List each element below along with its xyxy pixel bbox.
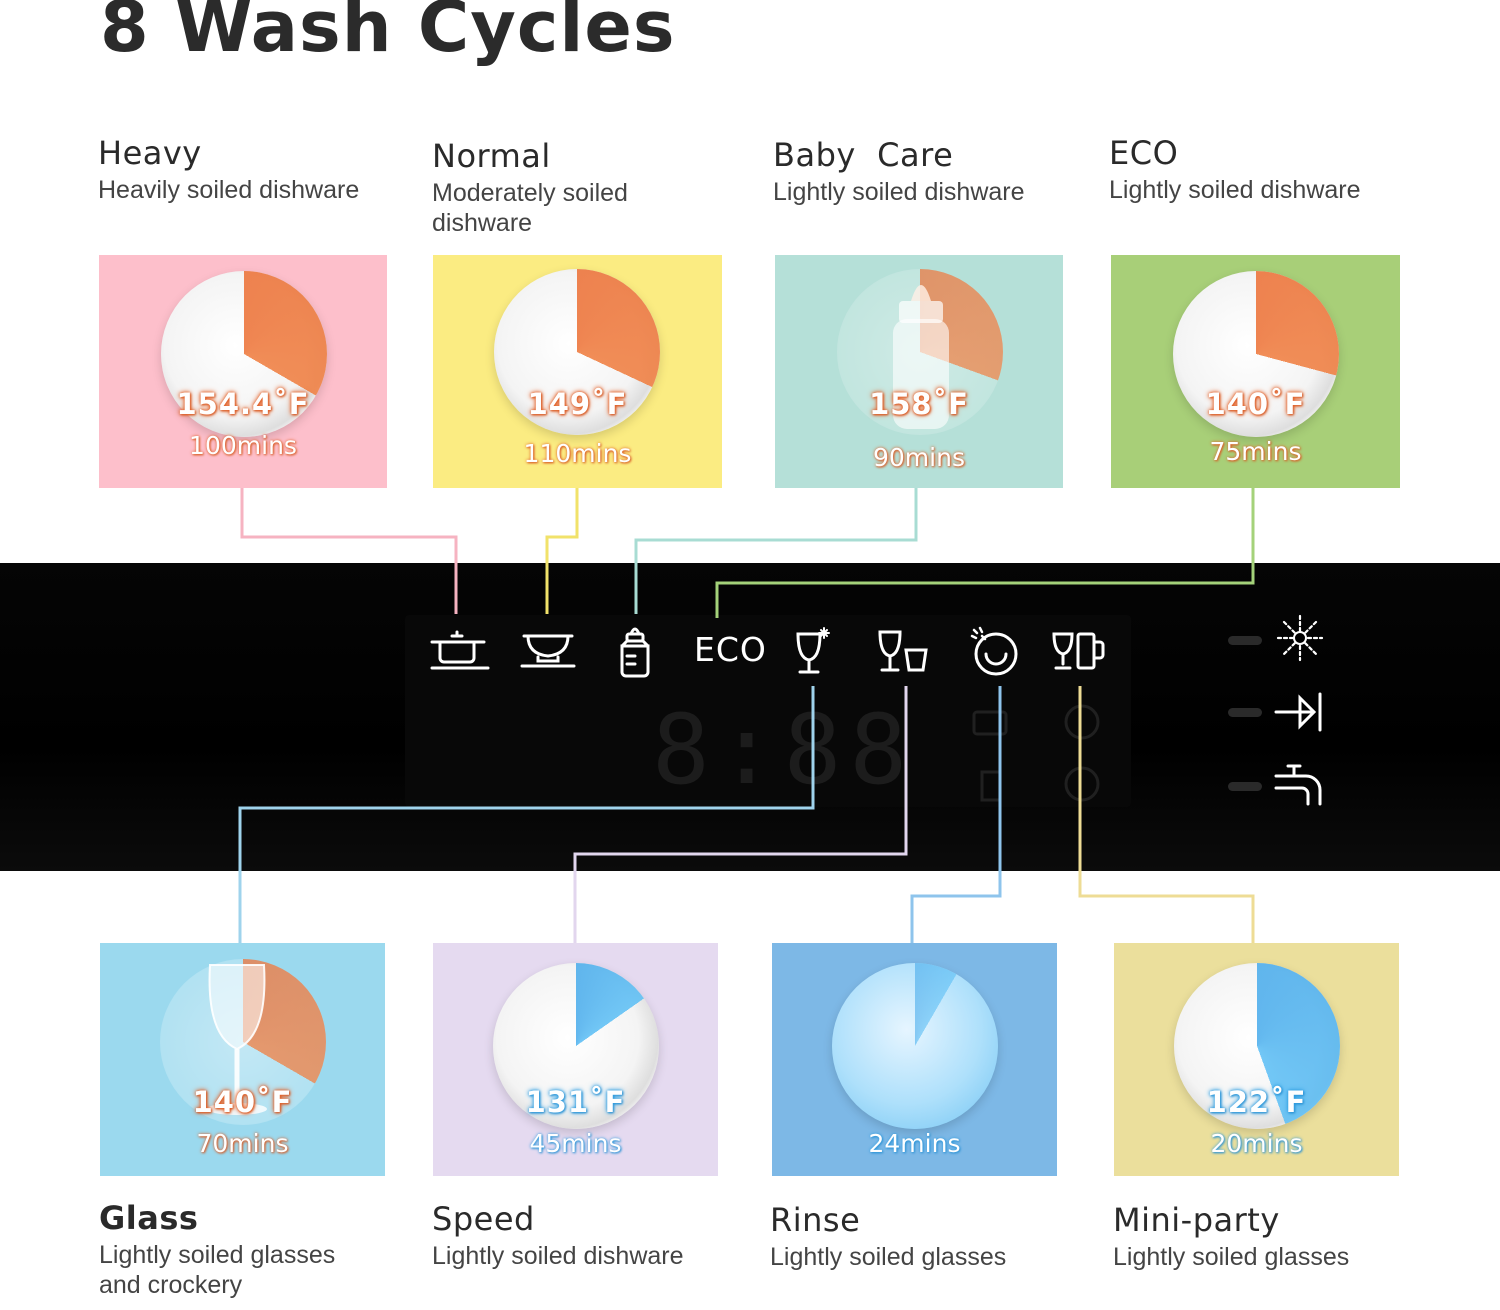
mini-party-glasses-icon[interactable] — [1050, 630, 1110, 676]
connector-rinse — [910, 686, 1002, 943]
cycle-description: Lightly soiled dishware — [432, 1242, 684, 1270]
connector-heavy — [240, 488, 458, 614]
cycle-label-rinse: Rinse Lightly soiled glasses — [770, 1200, 1090, 1272]
cycle-duration: 75mins — [1209, 437, 1302, 466]
cycle-name: Heavy — [98, 134, 202, 172]
cycle-description: Heavily soiled dishware — [98, 176, 360, 204]
indicator-light — [1228, 708, 1262, 717]
cycle-description: Lightly soiled glasses and crockery — [99, 1241, 336, 1299]
cycle-temperature: 122˚F — [1206, 1085, 1307, 1119]
baby-bottle-icon[interactable] — [617, 624, 653, 678]
soiled-plate-icon — [494, 269, 660, 435]
cycle-name: Speed — [432, 1200, 535, 1238]
bowl-icon[interactable] — [520, 630, 576, 672]
cycle-name: ECO — [1109, 134, 1179, 172]
cycle-label-normal: Normal Moderately soiled dishware — [432, 136, 672, 238]
cycle-temperature: 131˚F — [525, 1085, 626, 1119]
cycle-label-heavy: Heavy Heavily soiled dishware — [98, 133, 418, 205]
cycle-name: Rinse — [770, 1201, 861, 1239]
cycle-card-normal: 149˚F 110mins — [433, 255, 722, 488]
clean-plate-icon — [493, 963, 659, 1129]
cycle-label-baby-care: Baby Care Lightly soiled dishware — [773, 135, 1093, 207]
pot-icon[interactable] — [428, 626, 492, 676]
baby-bottle-image — [837, 269, 1003, 435]
cycle-temperature: 140˚F — [192, 1085, 293, 1119]
cycle-duration: 110mins — [523, 439, 632, 468]
cycle-name: Normal — [432, 137, 551, 175]
cycle-name: Mini-party — [1113, 1201, 1280, 1239]
rinse-plate-icon — [832, 963, 998, 1129]
cycle-label-speed: Speed Lightly soiled dishware — [432, 1199, 752, 1271]
soiled-plate-icon — [161, 271, 327, 437]
sparkle-icon[interactable] — [1274, 612, 1326, 664]
cycle-description: Moderately soiled dishware — [432, 179, 628, 237]
cycle-duration: 100mins — [189, 431, 297, 460]
cycle-temperature: 158˚F — [869, 387, 969, 421]
cycle-label-eco: ECO Lightly soiled dishware — [1109, 133, 1429, 205]
cycle-card-eco: 140˚F 75mins — [1111, 255, 1400, 488]
connector-normal — [545, 488, 579, 614]
cycle-description: Lightly soiled dishware — [773, 178, 1025, 206]
display-area — [405, 615, 1131, 807]
cycle-card-glass: 140˚F 70mins — [100, 943, 385, 1176]
connector-glass — [238, 686, 815, 943]
cycle-description: Lightly soiled glasses — [1113, 1243, 1350, 1271]
wine-glass-image — [160, 959, 326, 1125]
time-display: 8:88 — [652, 694, 916, 806]
cycle-temperature: 154.4˚F — [176, 387, 310, 421]
cycle-card-speed: 131˚F 45mins — [433, 943, 718, 1176]
indicator-light — [1228, 782, 1262, 791]
connector-mini-party — [1078, 686, 1255, 943]
cycle-duration: 24mins — [868, 1129, 961, 1158]
clean-plate-icon — [1174, 963, 1340, 1129]
cycle-duration: 90mins — [873, 443, 965, 472]
cycle-description: Lightly soiled dishware — [1109, 176, 1361, 204]
connector-baby-care — [634, 488, 918, 614]
cycle-duration: 45mins — [529, 1129, 622, 1158]
cycle-description: Lightly soiled glasses — [770, 1243, 1007, 1271]
cycle-name: Glass — [99, 1199, 199, 1237]
cycle-card-heavy: 154.4˚F 100mins — [99, 255, 387, 488]
cycle-card-mini-party: 122˚F 20mins — [1114, 943, 1399, 1176]
water-tap-icon[interactable] — [1274, 762, 1328, 808]
connector-eco — [715, 488, 1255, 618]
page-title: 8 Wash Cycles — [100, 0, 676, 68]
glass-sparkle-icon[interactable] — [794, 624, 834, 676]
cycle-temperature: 140˚F — [1205, 387, 1306, 421]
indicator-light — [1228, 636, 1262, 645]
cycle-card-rinse: 24mins — [772, 943, 1057, 1176]
cycle-card-baby-care: 158˚F 90mins — [775, 255, 1063, 488]
cycle-name: Baby Care — [773, 136, 954, 174]
cycle-temperature: 149˚F — [527, 387, 628, 421]
connector-speed — [573, 686, 908, 943]
delay-start-icon[interactable] — [1274, 690, 1328, 734]
cycle-label-glass: Glass Lightly soiled glasses and crocker… — [99, 1198, 399, 1300]
soiled-plate-icon — [1173, 271, 1339, 437]
cycle-duration: 70mins — [196, 1129, 289, 1158]
rinse-spray-icon[interactable] — [968, 624, 1022, 678]
eco-label[interactable]: ECO — [694, 630, 767, 669]
cycle-label-mini-party: Mini-party Lightly soiled glasses — [1113, 1200, 1433, 1272]
speed-glass-cup-icon[interactable] — [876, 628, 932, 676]
cycle-duration: 20mins — [1210, 1129, 1303, 1158]
